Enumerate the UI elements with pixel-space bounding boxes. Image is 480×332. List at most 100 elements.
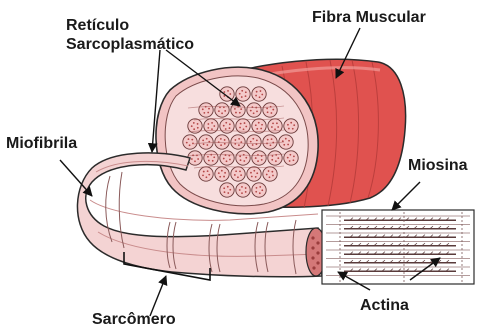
bundle-dot [271, 126, 273, 128]
bundle-dot [260, 90, 262, 92]
bundle-dot [191, 125, 193, 127]
bundle-dot [245, 187, 247, 189]
bundle-dot [255, 124, 257, 126]
label-miofibrila: Miofibrila [6, 134, 77, 153]
bundle-dot [241, 186, 243, 188]
bundle-dot [224, 139, 226, 141]
bundle-dot [188, 138, 190, 140]
bundle-dot [229, 93, 231, 95]
bundle-dot [234, 139, 236, 141]
bundle-dot [239, 93, 241, 95]
bundle-dot [250, 110, 252, 112]
bundle-dot [235, 112, 237, 114]
bundle-dot [272, 122, 274, 124]
bundle-dot [197, 158, 199, 160]
bundle-circle [252, 87, 266, 101]
bundle-dot [212, 160, 214, 162]
label-reticulo-line2: Sarcoplasmático [66, 35, 194, 54]
bundle-dot [259, 96, 261, 98]
bundle-dot [252, 144, 254, 146]
bundle-dot [224, 172, 226, 174]
bundle-circle [247, 167, 261, 181]
bundle-dot [221, 170, 223, 172]
bundle-dot [202, 139, 204, 141]
bundle-dot [261, 159, 263, 161]
bundle-dot [240, 159, 242, 161]
bundle-dot [206, 144, 208, 146]
bundle-dot [255, 95, 257, 97]
label-miosina: Miosina [408, 156, 468, 175]
bundle-dot [260, 128, 262, 130]
bundle-dot [240, 108, 242, 110]
label-fibra-muscular: Fibra Muscular [312, 8, 426, 27]
bundle-circle [236, 87, 250, 101]
bundle-dot [289, 154, 291, 156]
bundle-circle [268, 151, 282, 165]
bundle-dot [229, 123, 231, 125]
filament-array [322, 210, 474, 284]
bundle-circle [263, 103, 277, 117]
bundle-circle [220, 151, 234, 165]
bundle-dot [267, 139, 269, 141]
bundle-dot [223, 158, 225, 160]
bundle-circle [199, 135, 213, 149]
bundle-dot [271, 159, 273, 161]
bundle-circle [236, 151, 250, 165]
bundle-dot [207, 123, 209, 125]
label-sarcomero: Sarcômero [92, 310, 176, 329]
bundle-dot [224, 191, 226, 193]
bundle-circle [252, 183, 266, 197]
bundle-dot [235, 170, 237, 172]
bundle-dot [256, 91, 258, 93]
bundle-dot [255, 176, 257, 178]
bundle-dot [229, 159, 231, 161]
bundle-dot [220, 144, 222, 146]
bundle-dot [241, 90, 243, 92]
bundle-dot [261, 124, 263, 126]
bundle-circle [247, 135, 261, 149]
bundle-dot [223, 91, 225, 93]
label-reticulo: Retículo Sarcoplasmático [66, 16, 194, 54]
bundle-dot [227, 90, 229, 92]
bundle-dot [288, 140, 290, 142]
bundle-circle [284, 151, 298, 165]
bundle-circle [220, 183, 234, 197]
bundle-dot [253, 112, 255, 114]
bundle-dot [290, 122, 292, 124]
bundle-dot [193, 122, 195, 124]
bundle-dot [287, 144, 289, 146]
bundle-circle [199, 167, 213, 181]
bundle-dot [289, 160, 291, 162]
bundle-dot [225, 122, 227, 124]
bundle-dot [239, 170, 241, 172]
label-reticulo-line1: Retículo [66, 16, 194, 35]
bundle-dot [203, 143, 205, 145]
miosina-arrow [392, 182, 420, 210]
bundle-dot [234, 174, 236, 176]
bundle-dot [293, 156, 295, 158]
bundle-dot [208, 160, 210, 162]
bundle-circle [215, 103, 229, 117]
bundle-dot [207, 127, 209, 129]
bundle-dot [207, 156, 209, 158]
bundle-dot [276, 122, 278, 124]
bundle-dot [239, 112, 241, 114]
bundle-circle [236, 183, 250, 197]
bundle-dot [213, 156, 215, 158]
bundle-dot [245, 95, 247, 97]
bundle-dot [229, 189, 231, 191]
bundle-dot [261, 189, 263, 191]
bundle-dot [202, 174, 204, 176]
bundle-dot [237, 176, 239, 178]
bundle-dot [241, 96, 243, 98]
bundle-dot [292, 128, 294, 130]
bundle-dot [287, 124, 289, 126]
bundle-dot [270, 144, 272, 146]
bundle-dot [271, 171, 273, 173]
bundle-dot [189, 144, 191, 146]
bundle-dot [288, 128, 290, 130]
bundle-circle [220, 87, 234, 101]
bundle-dot [250, 172, 252, 174]
bundle-dot [283, 144, 285, 146]
